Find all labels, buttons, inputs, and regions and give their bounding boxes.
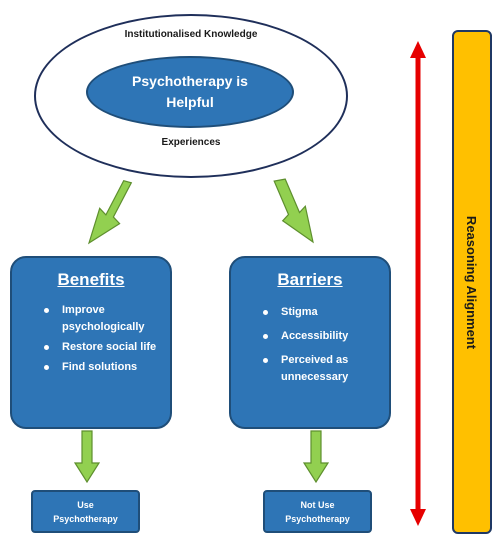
not-use-psychotherapy-box: Not Use Psychotherapy [263, 490, 372, 533]
right-down-arrow [302, 430, 330, 484]
red-arrowhead-top [410, 41, 426, 58]
barriers-box: Barriers Stigma Accessibility Perceived … [229, 256, 391, 429]
benefit-item: Restore social life [38, 339, 170, 356]
reasoning-alignment-label: Reasoning Alignment [464, 215, 480, 349]
benefits-box: Benefits Improve psychologically Restore… [10, 256, 172, 429]
use-psychotherapy-label: Use Psychotherapy [53, 499, 118, 524]
left-diagonal-arrow [87, 179, 133, 245]
right-diagonal-arrow [273, 178, 314, 244]
reasoning-alignment-label-wrap: Reasoning Alignment [452, 30, 492, 534]
experiences-label: Experiences [161, 137, 221, 148]
red-arrowhead-bottom [410, 509, 426, 526]
use-psychotherapy-box: Use Psychotherapy [31, 490, 140, 533]
reasoning-alignment-bar [452, 30, 492, 534]
benefit-item: Improve psychologically [38, 302, 170, 336]
center-ellipse: Psychotherapy is Helpful [86, 56, 294, 128]
barrier-item: Perceived as unnecessary [257, 352, 369, 386]
barrier-item: Stigma [257, 304, 389, 321]
institutionalised-knowledge-label: Institutionalised Knowledge [124, 29, 258, 40]
center-text: Psychotherapy is Helpful [132, 73, 248, 110]
left-down-arrow [73, 430, 101, 484]
benefit-item: Find solutions [38, 359, 170, 376]
not-use-psychotherapy-label: Not Use Psychotherapy [285, 499, 350, 524]
barriers-title: Barriers [277, 270, 343, 289]
benefits-list: Improve psychologically Restore social l… [12, 302, 170, 376]
barriers-list: Stigma Accessibility Perceived as unnece… [231, 304, 389, 386]
barrier-item: Accessibility [257, 328, 389, 345]
benefits-title: Benefits [57, 270, 125, 289]
